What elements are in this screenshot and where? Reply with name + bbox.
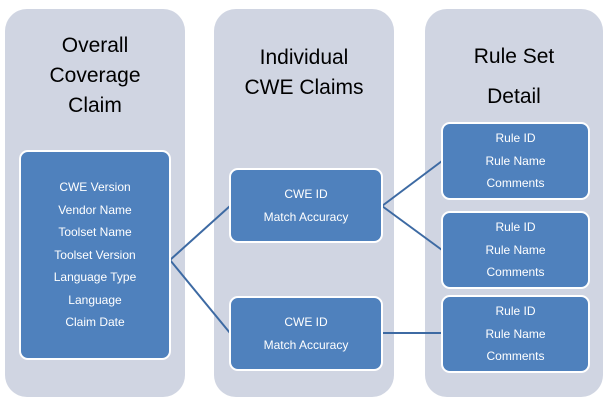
field-cwe-id: CWE ID <box>284 186 328 201</box>
field-match-accuracy: Match Accuracy <box>263 337 349 352</box>
field-rule-id: Rule ID <box>495 220 536 235</box>
rule-detail-box: Rule ID Rule Name Comments <box>441 295 590 373</box>
field-vendor-name: Vendor Name <box>58 202 132 217</box>
field-cwe-version: CWE Version <box>59 180 131 195</box>
connector-claim1-to-rule-1 <box>381 160 443 207</box>
overall-coverage-title: Overall Coverage Claim <box>5 31 185 121</box>
field-toolset-version: Toolset Version <box>54 247 136 262</box>
connector-claim1-to-rule-2 <box>381 205 443 251</box>
field-rule-name: Rule Name <box>485 326 546 341</box>
connector-coverage-to-claim-1 <box>169 205 231 261</box>
title-line: Rule Set <box>473 45 555 68</box>
title-line: Coverage <box>49 64 141 87</box>
field-comments: Comments <box>486 176 545 191</box>
title-line: Overall <box>61 34 129 57</box>
cwe-claim-box: CWE ID Match Accuracy <box>229 168 383 243</box>
connector-coverage-to-claim-2 <box>169 259 231 334</box>
field-rule-name: Rule Name <box>485 242 546 257</box>
coverage-claim-box: CWE Version Vendor Name Toolset Name Too… <box>19 150 171 360</box>
field-rule-id: Rule ID <box>495 131 536 146</box>
field-comments: Comments <box>486 349 545 364</box>
field-comments: Comments <box>486 265 545 280</box>
title-line: Claim <box>68 94 122 117</box>
field-rule-name: Rule Name <box>485 153 546 168</box>
field-claim-date: Claim Date <box>65 315 125 330</box>
field-rule-id: Rule ID <box>495 304 536 319</box>
rule-set-detail-title: Rule Set Detail <box>425 37 603 117</box>
title-line: Detail <box>487 85 541 108</box>
field-language: Language <box>68 292 122 307</box>
title-line: CWE Claims <box>244 76 364 99</box>
title-line: Individual <box>259 46 349 69</box>
field-cwe-id: CWE ID <box>284 314 328 329</box>
field-language-type: Language Type <box>53 270 137 285</box>
field-toolset-name: Toolset Name <box>58 225 132 240</box>
field-match-accuracy: Match Accuracy <box>263 209 349 224</box>
rule-detail-box: Rule ID Rule Name Comments <box>441 122 590 200</box>
cwe-claim-box: CWE ID Match Accuracy <box>229 296 383 371</box>
individual-cwe-claims-title: Individual CWE Claims <box>214 43 394 103</box>
rule-detail-box: Rule ID Rule Name Comments <box>441 211 590 289</box>
